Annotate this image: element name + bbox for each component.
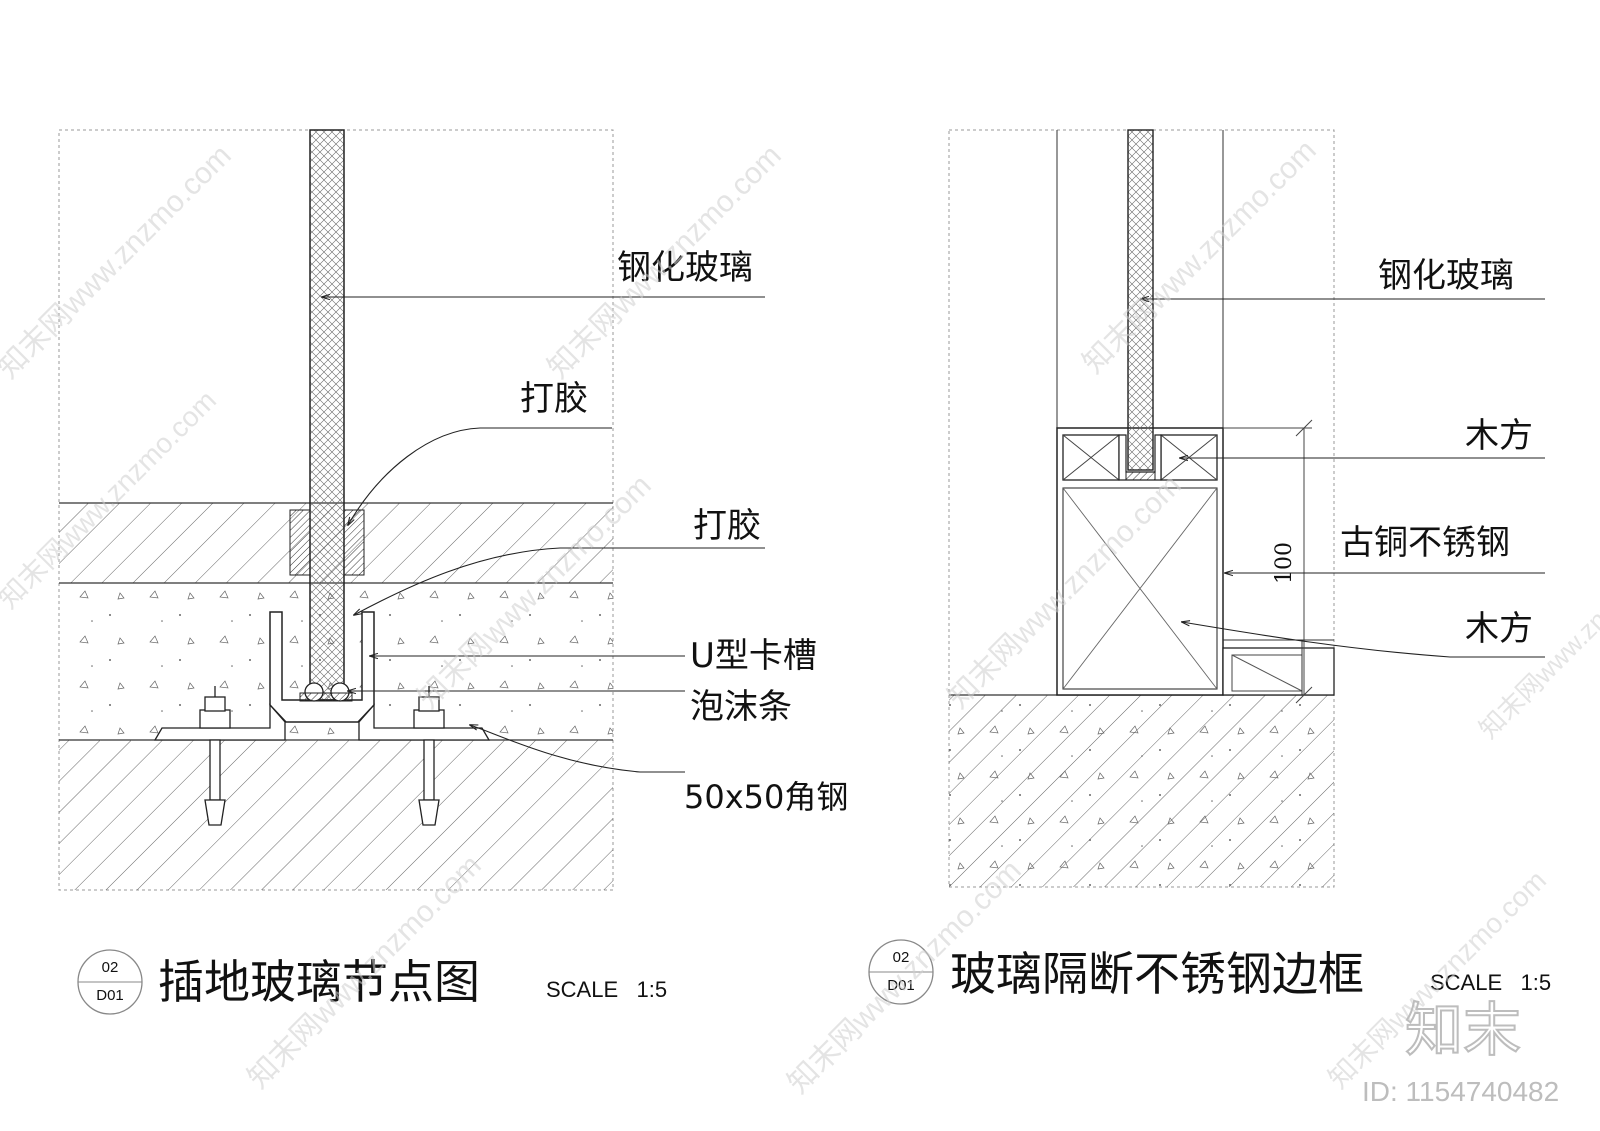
right-wood-block-a — [1062, 434, 1120, 481]
left-title: 插地玻璃节点图 — [158, 955, 480, 1009]
right-label-stainless: 古铜不锈钢 — [1340, 523, 1510, 563]
watermark-text-1: 知末网www.znzmo.com — [0, 139, 238, 385]
left-angle-steel-a — [153, 703, 286, 741]
left-badge-top: 02 — [102, 959, 119, 976]
left-glass-pane — [309, 129, 345, 701]
right-label-wood-block-2: 木方 — [1465, 609, 1533, 649]
left-title-badge: 02 D01 — [77, 949, 143, 1015]
left-label-tempered-glass: 钢化玻璃 — [617, 248, 753, 288]
brand-logo: 知末 — [1405, 996, 1521, 1064]
left-label-glue-1: 打胶 — [520, 379, 588, 419]
right-leaders — [1141, 299, 1545, 658]
left-anchor-bolt-b — [413, 686, 445, 826]
image-id: ID: 1154740482 — [1362, 1076, 1559, 1107]
left-detail: 钢化玻璃 打胶 打胶 U型卡槽 泡沫条 50x50角钢 02 D01 插地玻璃节… — [58, 129, 848, 1015]
watermark-text-3: 知末网www.znzmo.com — [1077, 134, 1323, 380]
left-anchor-bolt-a — [199, 686, 231, 826]
left-leaders — [322, 297, 765, 773]
right-label-wood-block-1: 木方 — [1465, 416, 1533, 456]
right-badge-bottom: D01 — [887, 977, 915, 994]
left-glue-joint-a — [289, 509, 311, 576]
left-slab — [59, 740, 613, 890]
left-label-u-channel: U型卡槽 — [690, 636, 817, 676]
right-scale: SCALE 1:5 — [1430, 970, 1551, 995]
left-label-angle-steel: 50x50角钢 — [684, 778, 848, 816]
right-title: 玻璃隔断不锈钢边框 — [950, 947, 1364, 1001]
right-dimension — [1223, 419, 1313, 704]
right-detail: 100 钢化玻璃 木方 古铜不锈钢 木方 02 D01 玻璃隔断不锈钢边框 SC… — [868, 129, 1551, 1005]
right-label-tempered-glass: 钢化玻璃 — [1378, 256, 1514, 296]
right-badge-top: 02 — [893, 949, 910, 966]
left-scale: SCALE 1:5 — [546, 977, 667, 1002]
left-angle-steel-b — [358, 703, 491, 741]
left-setting-block — [299, 692, 353, 702]
left-badge-bottom: D01 — [96, 987, 124, 1004]
right-title-badge: 02 D01 — [868, 939, 934, 1005]
left-label-glue-2: 打胶 — [693, 506, 761, 546]
right-dimension-value: 100 — [1272, 542, 1297, 584]
left-label-foam-strip: 泡沫条 — [690, 687, 792, 727]
right-wood-block-c — [1222, 639, 1335, 696]
left-glue-joint-b — [343, 509, 365, 576]
